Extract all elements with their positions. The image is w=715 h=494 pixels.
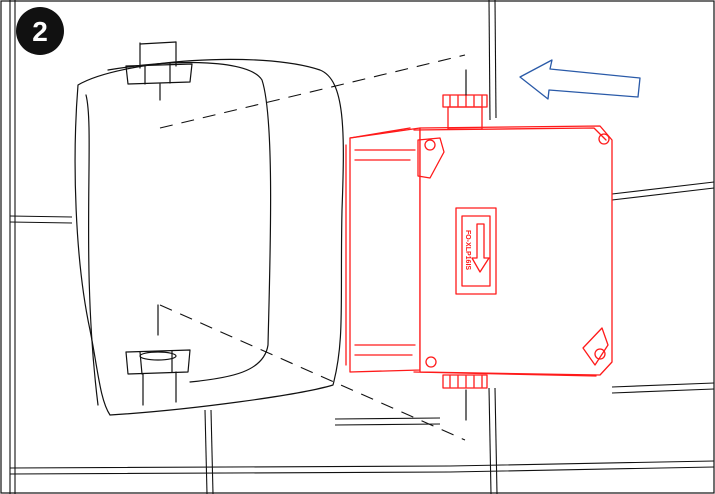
alignment-dashes <box>159 54 466 441</box>
electronic-box: FO-XLP16IS <box>345 94 613 389</box>
wall-tiles <box>9 0 715 494</box>
label-plate <box>455 207 497 295</box>
step-badge: 2 <box>16 7 64 55</box>
insertion-arrow-icon <box>519 59 641 100</box>
step-number: 2 <box>32 16 48 47</box>
box-model-label: FO-XLP16IS <box>464 230 471 270</box>
covered-fixture <box>74 41 344 416</box>
flow-direction-arrow-icon <box>471 223 490 273</box>
